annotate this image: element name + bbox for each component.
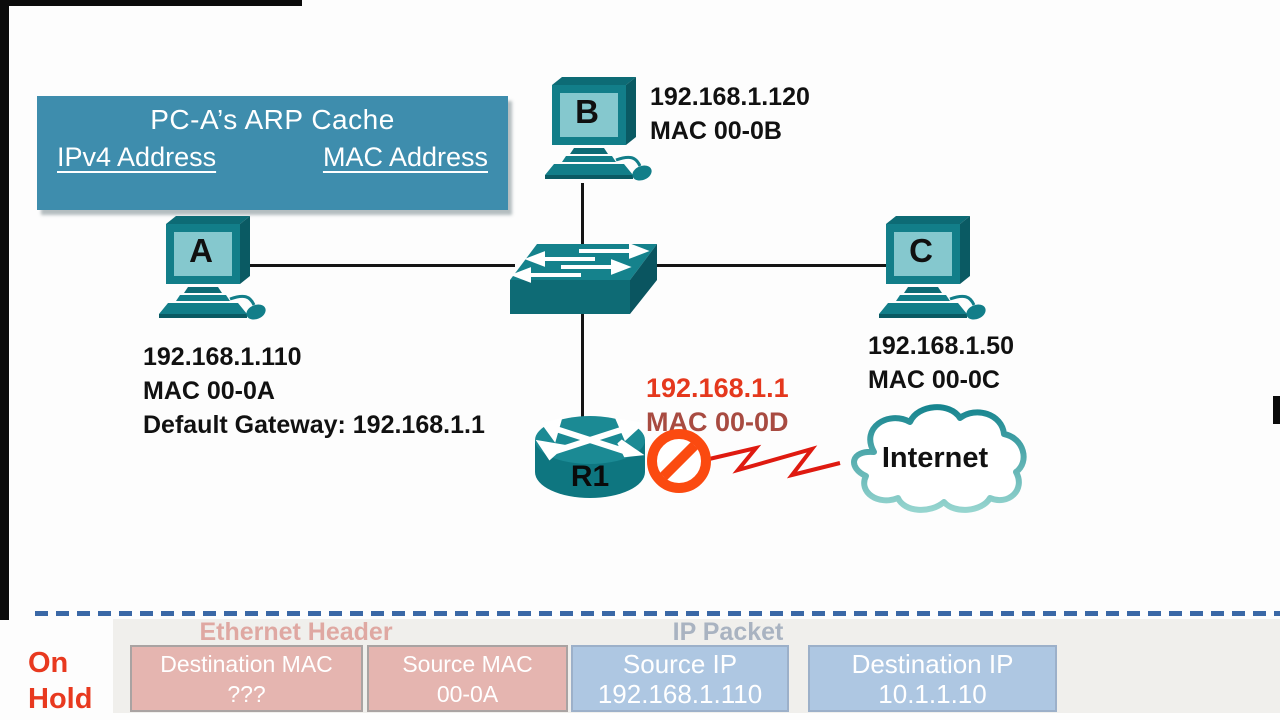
pc-c-mac: MAC 00-0C: [868, 366, 1000, 394]
prohibited-slash: [659, 441, 699, 481]
pc-b-label: B: [575, 93, 599, 130]
router-ip: 192.168.1.1: [646, 373, 789, 403]
field-value: 00-0A: [436, 680, 499, 707]
field-label: Source MAC: [402, 650, 533, 677]
video-edge-artifact: [1273, 396, 1280, 424]
pc-b-mac: MAC 00-0B: [650, 117, 782, 145]
field-label: Source IP: [622, 648, 738, 679]
internet-cloud-icon: [851, 404, 1027, 513]
pc-c-label: C: [909, 232, 933, 269]
field-label: Destination MAC: [160, 650, 333, 677]
pdu-field-source-mac: Source MAC 00-0A: [367, 645, 568, 712]
pc-icon: [879, 216, 986, 320]
link-pcb-switch: [581, 183, 584, 245]
arp-col-mac-header: MAC Address: [322, 142, 488, 172]
switch: [503, 236, 663, 321]
field-value: ???: [227, 680, 266, 707]
link-switch-pcc: [648, 264, 886, 267]
arp-cache-panel: PC-A’s ARP Cache IPv4 Address MAC Addres…: [37, 96, 508, 210]
router-name-label: R1: [570, 460, 610, 493]
link-pca-switch: [250, 264, 515, 267]
field-label: Destination IP: [851, 648, 1014, 679]
letterbox-top-bar: [8, 0, 302, 6]
lightning-link-icon: [691, 444, 841, 479]
pc-c: C: [872, 212, 992, 324]
link-switch-router: [581, 312, 584, 424]
pc-a-ip: 192.168.1.110: [143, 343, 302, 371]
arp-col-ipv4-header: IPv4 Address: [57, 142, 217, 172]
pc-b: B: [538, 73, 658, 185]
arp-cache-title: PC-A’s ARP Cache: [150, 104, 395, 135]
pc-icon: [159, 216, 266, 320]
pc-icon: [545, 77, 652, 181]
pc-a-label: A: [189, 232, 213, 269]
pdu-field-source-ip: Source IP 192.168.1.110: [571, 645, 789, 712]
switch-icon: [510, 243, 657, 314]
pc-a-caption: 192.168.1.110 MAC 00-0A Default Gateway:…: [143, 340, 485, 442]
router-icon: [535, 416, 645, 498]
prohibited-icon: [647, 429, 711, 493]
pc-a: A: [152, 212, 272, 324]
field-value: 10.1.1.10: [878, 678, 987, 709]
pdu-field-destination-mac: Destination MAC ???: [130, 645, 363, 712]
on-hold-line2: Hold: [28, 683, 93, 715]
on-hold-line1: On: [28, 647, 69, 679]
router-r1: R1: [528, 410, 653, 505]
pdu-field-destination-ip: Destination IP 10.1.1.10: [808, 645, 1057, 712]
ip-packet-label: IP Packet: [672, 618, 784, 646]
dashed-divider: [35, 611, 1280, 616]
field-value: 192.168.1.110: [597, 678, 763, 709]
pc-c-caption: 192.168.1.50 MAC 00-0C: [868, 329, 1014, 397]
pc-a-gateway: Default Gateway: 192.168.1.1: [143, 411, 485, 439]
pc-a-mac: MAC 00-0A: [143, 377, 275, 405]
pc-b-ip: 192.168.1.120: [650, 83, 810, 111]
letterbox-left-bar: [0, 0, 9, 620]
on-hold-status: On Hold: [28, 645, 128, 717]
internet-label: Internet: [881, 441, 989, 474]
ethernet-header-label: Ethernet Header: [199, 618, 393, 646]
pc-c-ip: 192.168.1.50: [868, 332, 1014, 360]
pc-b-caption: 192.168.1.120 MAC 00-0B: [650, 80, 810, 148]
